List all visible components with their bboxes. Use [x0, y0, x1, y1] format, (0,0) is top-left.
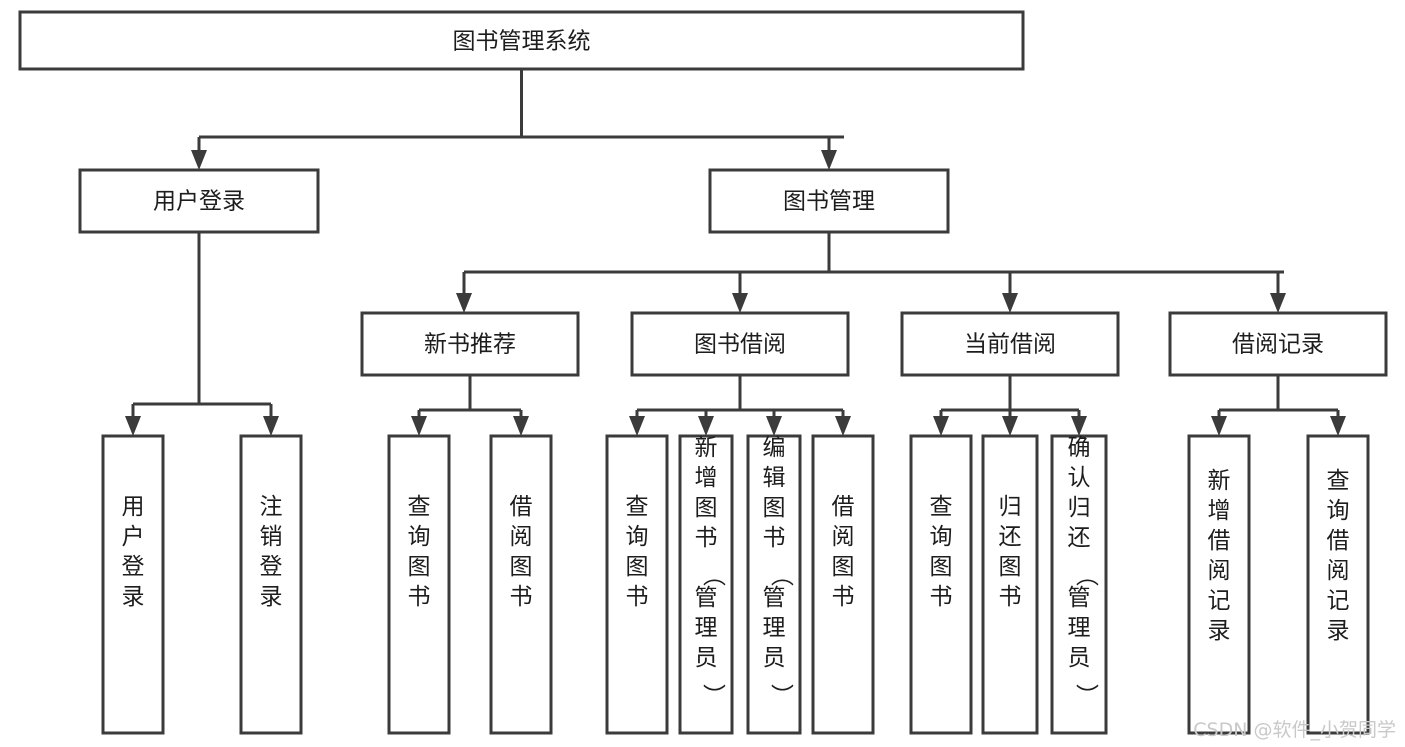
vertical-char: ） [768, 684, 794, 707]
leaf-add-book-box[interactable] [678, 434, 734, 735]
leaf-borrow-book-recommend-label: 借阅图书 [510, 494, 533, 610]
node-new-book-recommend[interactable]: 新书推荐 [360, 311, 580, 377]
leaf-borrow-book-borrow-box[interactable] [811, 434, 875, 735]
current-borrow-box[interactable] [900, 311, 1120, 377]
book-management-label: 图书管理 [783, 189, 875, 215]
leaf-return-book-box[interactable] [981, 434, 1039, 735]
leaf-borrow-book-borrow[interactable]: 借阅图书 [811, 434, 875, 735]
arrowhead-leaf-user-login [125, 416, 141, 436]
new-book-recommend-box[interactable] [360, 311, 580, 377]
user-login-label: 用户登录 [153, 189, 245, 215]
arrowhead-leaf-add-book [698, 416, 714, 436]
arrowhead-leaf-query-book-3 [933, 416, 949, 436]
leaf-logout-login-box[interactable] [239, 434, 303, 735]
arrowhead-book-borrow [732, 293, 748, 313]
root-label: 图书管理系统 [453, 29, 591, 55]
leaf-query-borrow-record-label: 查询借阅记录 [1327, 468, 1350, 644]
arrowhead-leaf-return-book [1002, 416, 1018, 436]
leaf-user-login[interactable]: 用户登录 [101, 434, 165, 735]
leaf-query-borrow-record-box[interactable] [1306, 434, 1370, 735]
arrowhead-borrow-record [1270, 293, 1286, 313]
leaf-return-book[interactable]: 归还图书 [981, 434, 1039, 735]
leaf-confirm-return-box[interactable] [1050, 434, 1108, 735]
leaf-query-book-borrow-label: 查询图书 [626, 494, 649, 610]
leaf-query-book-current-box[interactable] [909, 434, 973, 735]
leaf-edit-book[interactable]: 编辑图书管理员 （ ） [746, 434, 802, 735]
leaf-add-borrow-record-box[interactable] [1187, 434, 1251, 735]
arrowhead-leaf-query-record [1330, 416, 1346, 436]
leaf-return-book-label: 归还图书 [999, 494, 1022, 610]
new-book-recommend-label: 新书推荐 [424, 332, 516, 358]
leaf-logout-login[interactable]: 注销登录 [239, 434, 303, 735]
leaf-logout-login-label: 注销登录 [260, 494, 283, 610]
connector-layer [125, 69, 1346, 436]
leaf-query-borrow-record[interactable]: 查询借阅记录 [1306, 434, 1370, 735]
leaf-user-login-box[interactable] [101, 434, 165, 735]
arrowhead-user-login [191, 150, 207, 170]
leaf-query-book-recommend-label: 查询图书 [408, 494, 431, 610]
arrowhead-leaf-confirm-return [1071, 416, 1087, 436]
leaf-query-book-recommend-box[interactable] [387, 434, 451, 735]
node-borrow-record[interactable]: 借阅记录 [1168, 311, 1388, 377]
arrowhead-new-book-recommend [456, 293, 472, 313]
node-root[interactable]: 图书管理系统 [18, 10, 1025, 71]
node-book-borrow[interactable]: 图书借阅 [630, 311, 850, 377]
arrowhead-leaf-query-book-1 [411, 416, 427, 436]
book-management-box[interactable] [708, 168, 950, 234]
leaf-add-borrow-record-label: 新增借阅记录 [1208, 468, 1231, 644]
vertical-char: （ [768, 564, 794, 587]
arrowhead-book-mgmt [821, 150, 837, 170]
vertical-char: ） [1073, 684, 1099, 707]
leaf-add-book[interactable]: 新增图书管理员 （ ） [678, 434, 734, 735]
arrowhead-leaf-add-record [1211, 416, 1227, 436]
book-borrow-box[interactable] [630, 311, 850, 377]
leaf-add-book-label: 新增图书管理员 [695, 435, 718, 671]
leaf-confirm-return-label: 确认归还管理员 [1068, 435, 1091, 671]
vertical-char: （ [1073, 564, 1099, 587]
leaf-borrow-book-recommend[interactable]: 借阅图书 [489, 434, 553, 735]
leaf-add-borrow-record[interactable]: 新增借阅记录 [1187, 434, 1251, 735]
vertical-char: ） [700, 684, 726, 707]
arrowhead-leaf-borrow-book-2 [835, 416, 851, 436]
leaf-query-book-borrow-box[interactable] [605, 434, 669, 735]
leaf-edit-book-label: 编辑图书管理员 [763, 435, 786, 671]
arrowhead-leaf-borrow-book-1 [513, 416, 529, 436]
leaf-query-book-current-label: 查询图书 [930, 494, 953, 610]
node-current-borrow[interactable]: 当前借阅 [900, 311, 1120, 377]
leaf-borrow-book-recommend-box[interactable] [489, 434, 553, 735]
arrowhead-current-borrow [1002, 293, 1018, 313]
leaf-query-book-borrow[interactable]: 查询图书 [605, 434, 669, 735]
leaf-query-book-current[interactable]: 查询图书 [909, 434, 973, 735]
arrowhead-leaf-logout-login [263, 416, 279, 436]
borrow-record-label: 借阅记录 [1232, 332, 1324, 358]
leaf-user-login-label: 用户登录 [122, 494, 145, 610]
node-user-login[interactable]: 用户登录 [78, 168, 320, 234]
book-borrow-label: 图书借阅 [694, 332, 786, 358]
arrowhead-leaf-edit-book [766, 416, 782, 436]
leaf-confirm-return[interactable]: 确认归还管理员 （ ） [1050, 434, 1108, 735]
leaf-borrow-book-borrow-label: 借阅图书 [832, 494, 855, 610]
borrow-record-box[interactable] [1168, 311, 1388, 377]
leaf-edit-book-box[interactable] [746, 434, 802, 735]
csdn-watermark: CSDN @软件_小贺同学 [1193, 719, 1396, 741]
current-borrow-label: 当前借阅 [964, 332, 1056, 358]
node-book-management[interactable]: 图书管理 [708, 168, 950, 234]
vertical-char: （ [700, 564, 726, 587]
arrowhead-leaf-query-book-2 [629, 416, 645, 436]
root-box[interactable] [18, 10, 1025, 71]
user-login-box[interactable] [78, 168, 320, 234]
leaf-query-book-recommend[interactable]: 查询图书 [387, 434, 451, 735]
